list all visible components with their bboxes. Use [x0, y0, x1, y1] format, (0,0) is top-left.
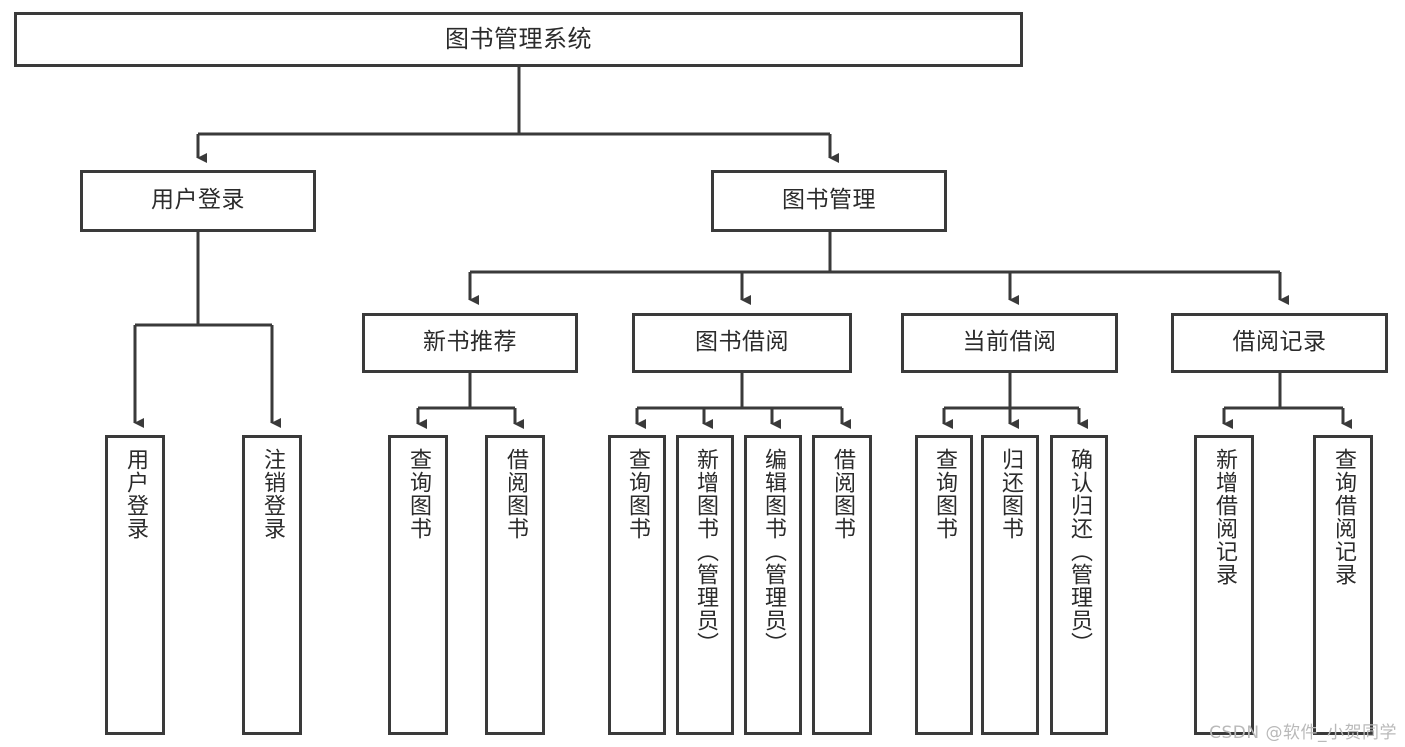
leaf-new-book-borrow-book[interactable]: 借阅图书: [485, 435, 545, 735]
node-label: 用户登录: [151, 187, 245, 214]
node-label: 借阅图书: [829, 448, 855, 540]
node-label: 图书借阅: [695, 329, 789, 356]
leaf-book-borrow-borrow-book[interactable]: 借阅图书: [812, 435, 872, 735]
leaf-current-borrow-confirm-return-admin[interactable]: 确认归还（管理员）: [1050, 435, 1108, 735]
node-label: 确认归还（管理员）: [1066, 448, 1092, 655]
node-label: 新书推荐: [423, 329, 517, 356]
node-label: 借阅记录: [1232, 329, 1327, 356]
leaf-book-borrow-edit-book-admin[interactable]: 编辑图书（管理员）: [744, 435, 802, 735]
leaf-current-borrow-query-book[interactable]: 查询图书: [915, 435, 973, 735]
node-label: 图书管理系统: [445, 25, 592, 54]
node-new-book-recommend[interactable]: 新书推荐: [362, 313, 578, 373]
node-label: 查询图书: [624, 448, 650, 540]
leaf-borrow-record-add-record[interactable]: 新增借阅记录: [1194, 435, 1254, 735]
node-label: 编辑图书（管理员）: [760, 448, 786, 655]
leaf-new-book-query-book[interactable]: 查询图书: [388, 435, 448, 735]
node-label: 查询图书: [931, 448, 957, 540]
node-label: 新增借阅记录: [1211, 448, 1237, 586]
node-label: 当前借阅: [962, 329, 1057, 356]
node-book-management[interactable]: 图书管理: [711, 170, 947, 232]
node-label: 查询借阅记录: [1330, 448, 1356, 586]
leaf-current-borrow-return-book[interactable]: 归还图书: [981, 435, 1039, 735]
node-label: 借阅图书: [502, 448, 528, 540]
leaf-book-borrow-add-book-admin[interactable]: 新增图书（管理员）: [676, 435, 734, 735]
leaf-user-login-logout[interactable]: 注销登录: [242, 435, 302, 735]
node-root-book-management-system[interactable]: 图书管理系统: [14, 12, 1023, 67]
node-label: 归还图书: [997, 448, 1023, 540]
leaf-borrow-record-query-record[interactable]: 查询借阅记录: [1313, 435, 1373, 735]
node-label: 新增图书（管理员）: [692, 448, 718, 655]
leaf-user-login-login[interactable]: 用户登录: [105, 435, 165, 735]
node-book-borrow[interactable]: 图书借阅: [632, 313, 852, 373]
node-borrow-record[interactable]: 借阅记录: [1171, 313, 1388, 373]
node-label: 注销登录: [259, 448, 285, 540]
node-user-login[interactable]: 用户登录: [80, 170, 316, 232]
node-label: 图书管理: [782, 187, 876, 214]
leaf-book-borrow-query-book[interactable]: 查询图书: [608, 435, 666, 735]
node-label: 查询图书: [405, 448, 431, 540]
node-label: 用户登录: [122, 448, 148, 540]
csdn-watermark: CSDN @软件_小贺同学: [1209, 723, 1397, 743]
node-current-borrow[interactable]: 当前借阅: [901, 313, 1118, 373]
